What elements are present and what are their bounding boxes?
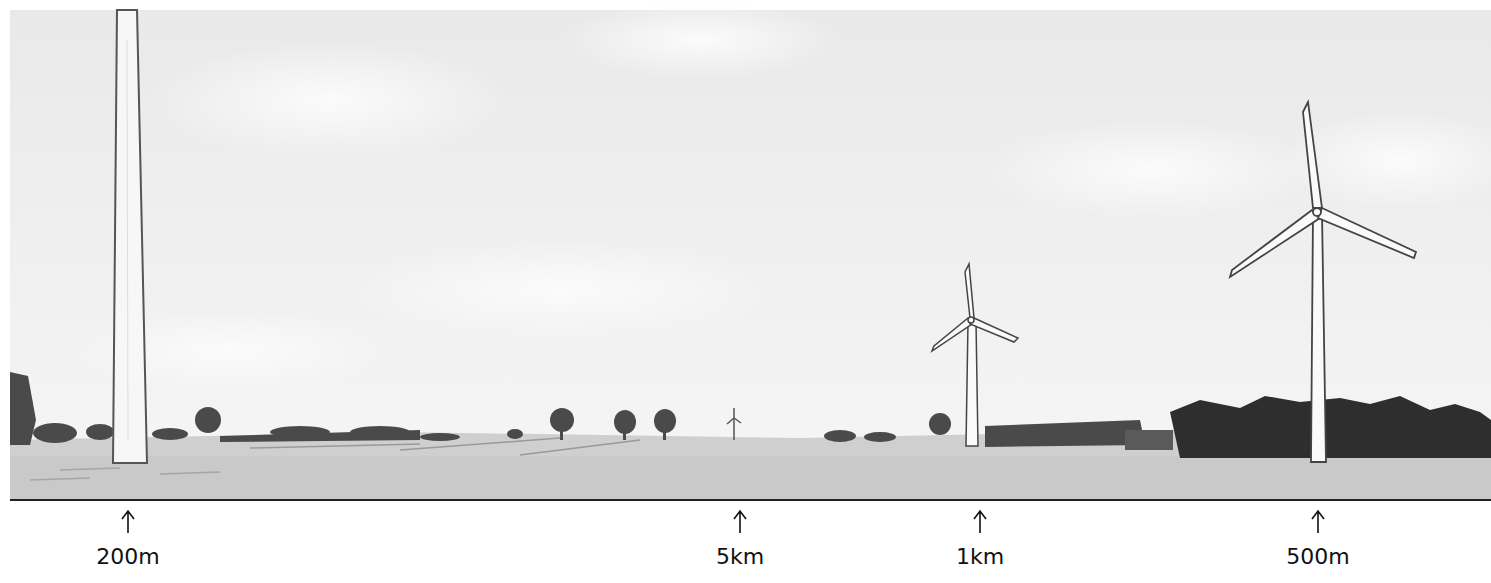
distance-label: 200m: [96, 545, 159, 569]
ground: [10, 456, 1491, 500]
distance-label: 1km: [956, 545, 1004, 569]
wind-turbine: [932, 264, 1018, 446]
clouds: [70, 0, 1491, 390]
trees: [10, 372, 1491, 458]
turbine-tower: [113, 10, 147, 463]
distance-label: 5km: [716, 545, 764, 569]
sky: [10, 10, 1491, 460]
pointer-arrow: [122, 511, 1324, 533]
distance-label: 500m: [1286, 545, 1349, 569]
wind-turbine: [1230, 102, 1416, 462]
wind-turbine: [727, 408, 741, 440]
